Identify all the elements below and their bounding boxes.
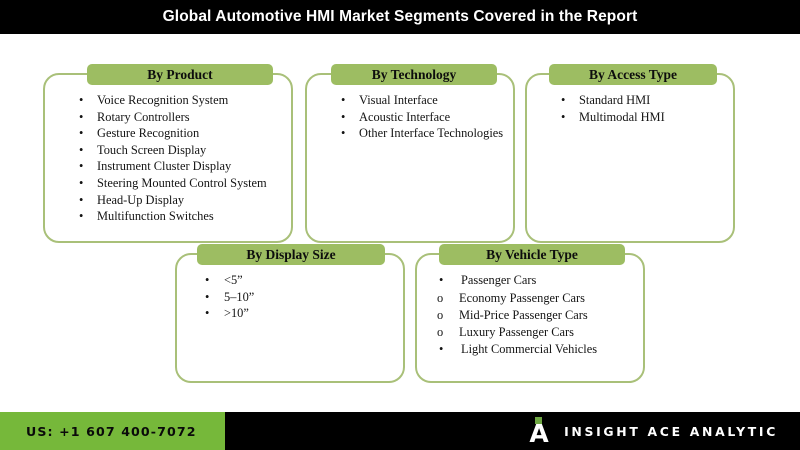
list-item: • <5” [177, 273, 399, 289]
segment-list-vehicle-type: • Passenger Cars [417, 273, 639, 289]
sub-list-item-label: Mid-Price Passenger Cars [459, 308, 588, 322]
segment-card-body-access-type: • Standard HMI • Multimodal HMI [527, 93, 729, 126]
segment-list-product: • Voice Recognition System • Rotary Contro… [45, 93, 287, 225]
page-title: Global Automotive HMI Market Segments Co… [162, 8, 638, 25]
list-item-label: Passenger Cars [461, 273, 537, 287]
brand-logo-letter: A [529, 419, 549, 448]
list-item-label: Multifunction Switches [97, 209, 214, 224]
sub-bullet-icon: o [437, 290, 444, 305]
footer-phone-band[interactable]: US: +1 607 400-7072 [0, 412, 225, 450]
list-item-label: Head-Up Display [97, 192, 185, 207]
segment-list-display-size: • <5” • 5–10” • >10” [177, 273, 399, 322]
list-item-label: Visual Interface [359, 93, 438, 107]
segment-card-body-vehicle-type: • Passenger Cars o Economy Passenger Cars… [417, 273, 639, 358]
sub-list-item-label: Luxury Passenger Cars [459, 325, 574, 340]
bullet-icon: • [205, 289, 210, 304]
segment-card-title-vehicle-type: By Vehicle Type [439, 244, 625, 265]
sub-list-item-label: Economy Passenger Cars [459, 290, 585, 305]
sub-list-item: o Economy Passenger Cars [417, 290, 639, 306]
list-item-label: Multimodal HMI [579, 109, 665, 124]
bullet-icon: • [341, 93, 346, 107]
footer-bar: US: +1 607 400-7072 A INSIGHT ACE ANALYT… [0, 412, 800, 450]
list-item: • 5–10” [177, 290, 399, 306]
segment-list-access-type: • Standard HMI • Multimodal HMI [527, 93, 729, 125]
bullet-icon: • [79, 109, 84, 124]
segment-card-technology[interactable]: By Technology • Visual Interface • Acousti… [305, 64, 515, 243]
brand-lockup[interactable]: A INSIGHT ACE ANALYTIC [528, 412, 778, 450]
brand-logo-icon: A [528, 416, 550, 446]
header-bar: Global Automotive HMI Market Segments Co… [0, 0, 800, 34]
list-item-label: 5–10” [224, 289, 255, 304]
list-item: • Multifunction Switches [45, 209, 287, 225]
list-item-label: Other Interface Technologies [359, 126, 504, 141]
bullet-icon: • [79, 175, 84, 190]
bullet-icon: • [79, 93, 84, 107]
segments-canvas: By Product • Voice Recognition System • Ro… [0, 34, 800, 412]
sub-bullet-icon: o [437, 308, 444, 322]
segment-card-body-product: • Voice Recognition System • Rotary Contro… [45, 93, 287, 226]
bullet-icon: • [341, 109, 346, 124]
segment-card-title-product: By Product [87, 64, 273, 85]
list-item-label: Rotary Controllers [97, 109, 190, 124]
list-item: • Standard HMI [527, 93, 729, 109]
bullet-icon: • [561, 93, 566, 107]
bullet-icon: • [561, 109, 566, 124]
list-item: • Acoustic Interface [307, 110, 509, 126]
list-item: • Gesture Recognition [45, 126, 287, 142]
list-item: • Passenger Cars [417, 273, 639, 289]
bullet-icon: • [79, 209, 84, 224]
segment-card-display-size[interactable]: By Display Size • <5” • 5–10” • >10” [175, 244, 405, 383]
segment-card-access-type[interactable]: By Access Type • Standard HMI • Multimodal… [525, 64, 735, 243]
sub-bullet-icon: o [437, 325, 444, 340]
sub-list-item: o Luxury Passenger Cars [417, 324, 639, 340]
segment-card-title-access-type: By Access Type [549, 64, 717, 85]
list-item-label: Steering Mounted Control System [97, 175, 267, 190]
bullet-icon: • [439, 273, 444, 287]
list-item: • Light Commercial Vehicles [417, 342, 639, 358]
bullet-icon: • [79, 126, 84, 141]
sub-list-item: o Mid-Price Passenger Cars [417, 307, 639, 323]
segment-card-product[interactable]: By Product • Voice Recognition System • Ro… [43, 64, 293, 243]
list-item-label: Voice Recognition System [97, 93, 229, 107]
list-item: • Multimodal HMI [527, 110, 729, 126]
list-item-label: Standard HMI [579, 93, 651, 107]
bullet-icon: • [79, 142, 84, 157]
list-item-label: <5” [224, 273, 243, 287]
list-item: • Visual Interface [307, 93, 509, 109]
list-item-label: Gesture Recognition [97, 126, 200, 141]
bullet-icon: • [205, 306, 210, 321]
bullet-icon: • [439, 341, 444, 356]
segment-card-body-display-size: • <5” • 5–10” • >10” [177, 273, 399, 323]
bullet-icon: • [341, 126, 346, 141]
list-item: • Steering Mounted Control System [45, 176, 287, 192]
list-item: • >10” [177, 306, 399, 322]
list-item: • Head-Up Display [45, 193, 287, 209]
list-item: • Other Interface Technologies [307, 126, 509, 142]
bullet-icon: • [79, 159, 84, 174]
list-item-label: Light Commercial Vehicles [461, 341, 598, 356]
segment-card-vehicle-type[interactable]: By Vehicle Type • Passenger Cars o Econom… [415, 244, 645, 383]
list-item: • Rotary Controllers [45, 110, 287, 126]
segment-list-vehicle-type-2: • Light Commercial Vehicles [417, 342, 639, 358]
segment-card-title-technology: By Technology [331, 64, 497, 85]
segment-card-body-technology: • Visual Interface • Acoustic Interface • O… [307, 93, 509, 143]
list-item-label: Touch Screen Display [97, 142, 207, 157]
list-item-label: Instrument Cluster Display [97, 159, 232, 174]
bullet-icon: • [205, 273, 210, 287]
list-item: • Touch Screen Display [45, 143, 287, 159]
list-item-label: >10” [224, 306, 249, 321]
brand-logo-dot-icon [535, 417, 543, 424]
bullet-icon: • [79, 192, 84, 207]
list-item: • Instrument Cluster Display [45, 159, 287, 175]
segment-list-technology: • Visual Interface • Acoustic Interface • O… [307, 93, 509, 142]
segment-card-title-display-size: By Display Size [197, 244, 385, 265]
footer-phone-number: US: +1 607 400-7072 [26, 423, 197, 439]
list-item: • Voice Recognition System [45, 93, 287, 109]
brand-name: INSIGHT ACE ANALYTIC [564, 423, 778, 439]
list-item-label: Acoustic Interface [359, 109, 451, 124]
